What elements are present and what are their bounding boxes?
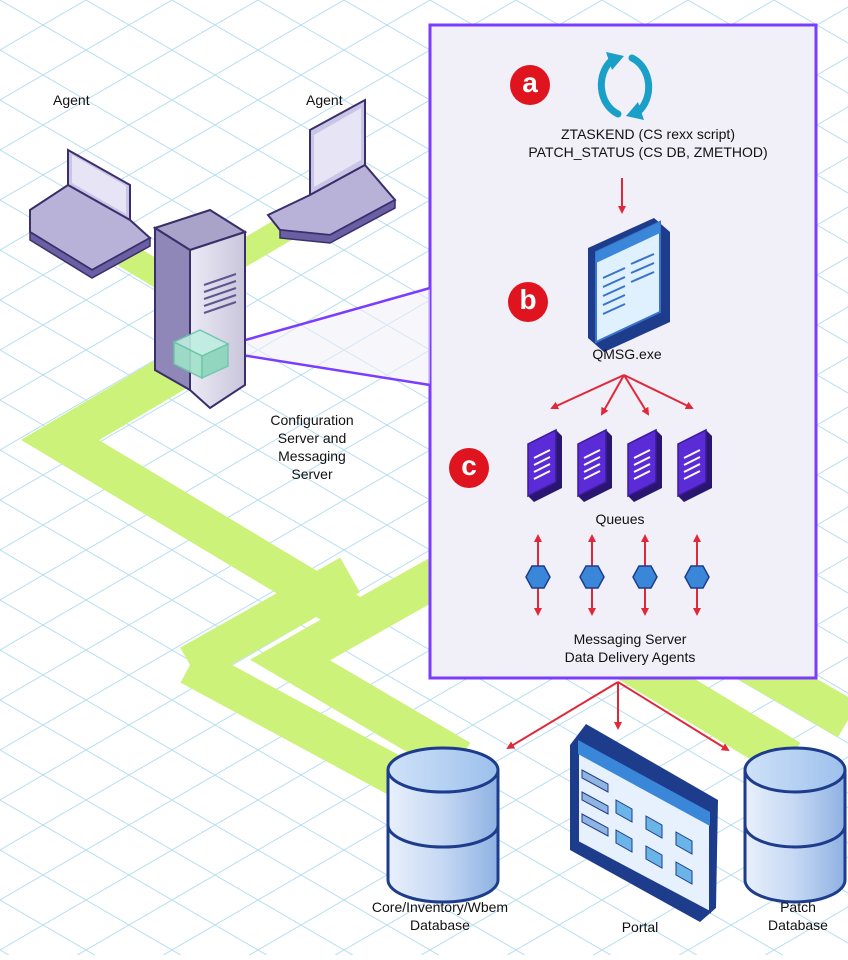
delivery-agent-icon <box>684 534 710 616</box>
step-a-label-line: PATCH_STATUS (CS DB, ZMETHOD) <box>528 144 768 160</box>
delivery-agent-icon <box>632 534 658 616</box>
config-server-label-line: Server <box>291 466 333 482</box>
data-delivery-label-line: Data Delivery Agents <box>564 649 696 665</box>
queue-icon <box>577 428 612 502</box>
portal-label: Portal <box>621 919 659 935</box>
config-server-label-line: Server and <box>277 430 347 446</box>
patch-database-label: Patch Database <box>750 898 846 934</box>
core-database-icon <box>386 746 500 904</box>
callout-line-bottom <box>209 348 431 387</box>
queue-icon <box>677 428 712 502</box>
agent-laptop-icon-left <box>29 148 152 279</box>
server-tower-icon <box>152 208 248 410</box>
portal-screen-icon <box>570 724 718 922</box>
core-database-label-line: Core/Inventory/Wbem <box>371 899 509 915</box>
patch-database-icon <box>743 746 847 904</box>
data-delivery-agent-icons <box>525 534 710 616</box>
queue-icon <box>627 428 662 502</box>
queues-label: Queues <box>595 511 645 527</box>
callout-line-top <box>209 286 431 352</box>
step-a-label: ZTASKEND (CS rexx script) PATCH_STATUS (… <box>498 125 798 161</box>
qmsg-window-icon <box>588 218 670 352</box>
core-database-label-line: Database <box>410 917 470 933</box>
delivery-agent-icon <box>525 534 551 616</box>
core-database-label: Core/Inventory/Wbem Database <box>340 898 540 934</box>
agent-label-left: Agent <box>53 92 90 108</box>
config-server-label: Configuration Server and Messaging Serve… <box>252 411 372 483</box>
patch-database-label-line: Patch <box>780 899 816 915</box>
config-server-label-line: Messaging <box>278 448 346 464</box>
qmsg-label: QMSG.exe <box>592 346 662 362</box>
agent-laptop-icon-right <box>266 98 397 244</box>
queue-icon <box>527 428 562 502</box>
step-c-badge: c <box>449 448 489 488</box>
arrows-to-destinations <box>506 681 730 752</box>
data-delivery-label: Messaging Server Data Delivery Agents <box>530 630 730 666</box>
queue-icons <box>527 428 712 502</box>
step-b-badge: b <box>508 282 548 322</box>
step-a-badge: a <box>510 65 550 105</box>
callout-panel <box>428 23 818 680</box>
agent-label-right: Agent <box>306 92 343 108</box>
callout-wedge <box>210 288 430 385</box>
patch-database-label-line: Database <box>768 917 828 933</box>
refresh-icon <box>597 52 653 120</box>
data-delivery-label-line: Messaging Server <box>573 631 687 647</box>
delivery-agent-icon <box>579 534 605 616</box>
step-a-label-line: ZTASKEND (CS rexx script) <box>561 126 735 142</box>
arrows-qmsg-to-queues <box>550 374 694 416</box>
config-server-label-line: Configuration <box>270 412 354 428</box>
